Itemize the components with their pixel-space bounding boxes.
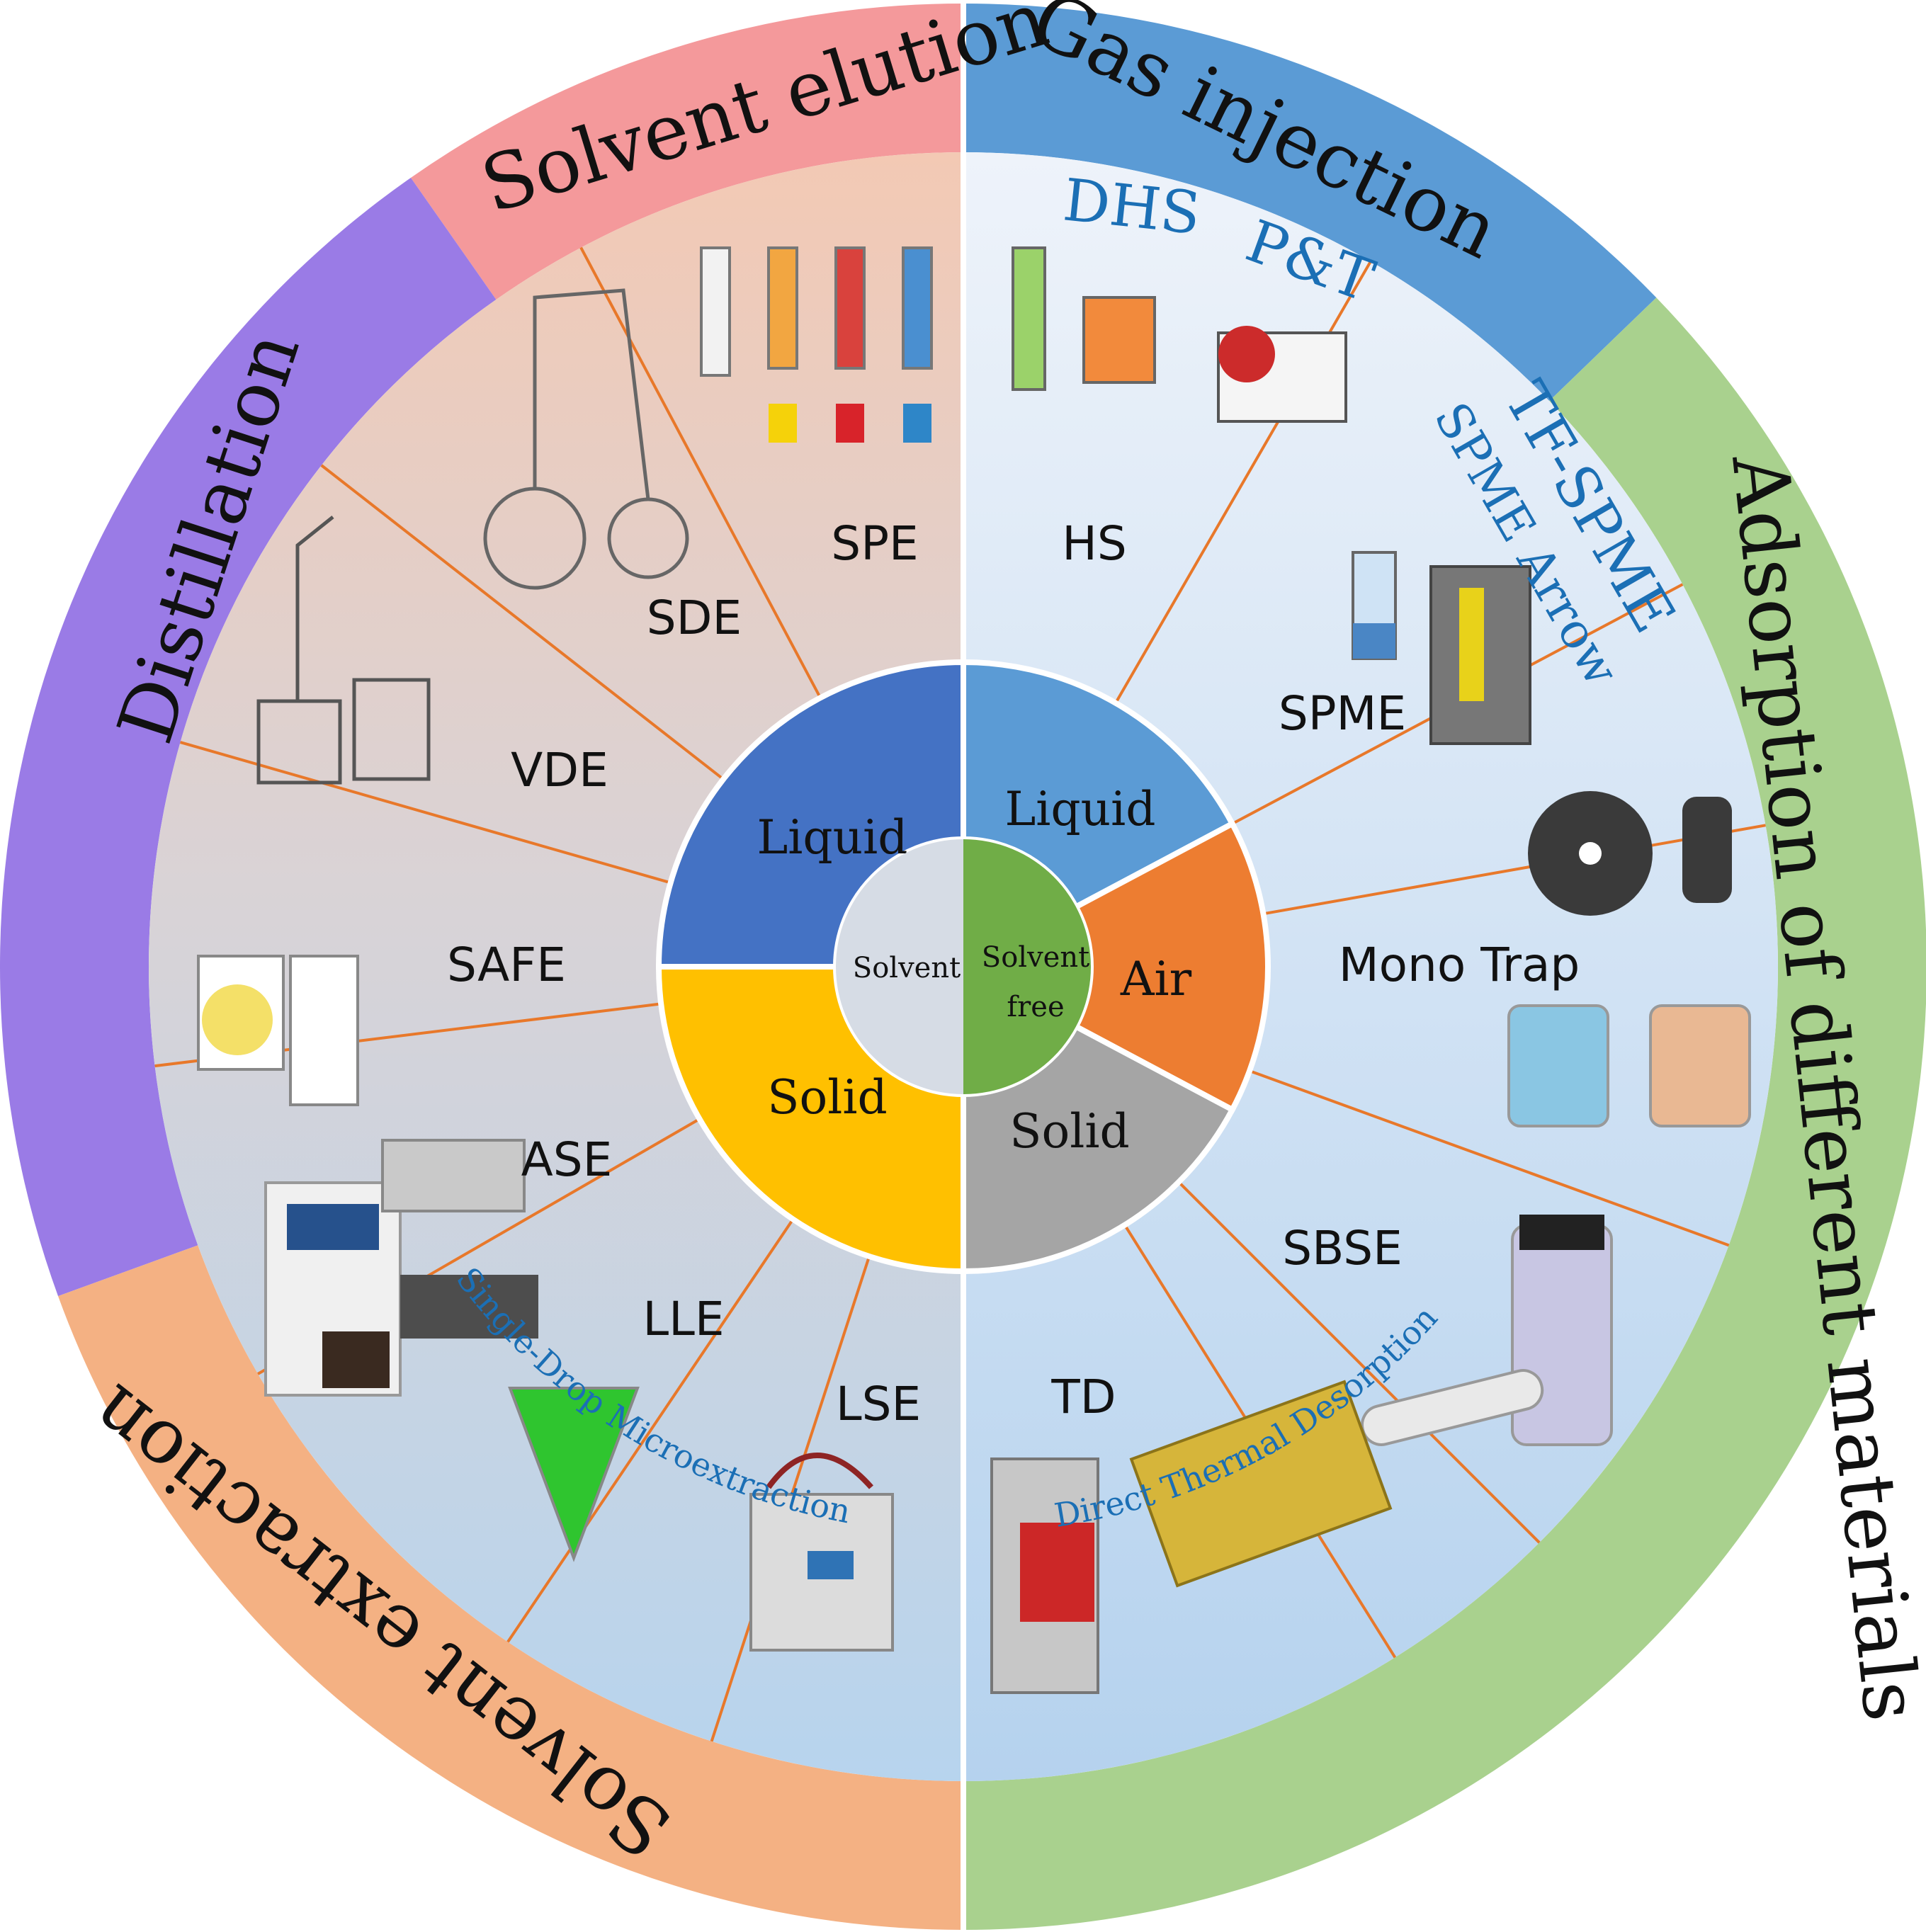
band-solvent-elution [410, 4, 963, 300]
monotrap-icon [1507, 791, 1751, 1127]
sample-type-ring [655, 659, 1271, 1275]
ase-instrument-icon [264, 1139, 538, 1397]
spe-syringes-icon [700, 246, 933, 443]
method-sde: SDE [647, 591, 742, 645]
sub-dhs: DHS [1060, 166, 1203, 248]
core-solvent [836, 839, 963, 1094]
band-solvent-extraction [58, 1245, 963, 1930]
method-divider-line [1263, 824, 1766, 916]
ring-solid-left: Solid [767, 1070, 887, 1125]
spme-fiber-icon [1352, 551, 1531, 745]
method-spe: SPE [831, 516, 918, 571]
lle-funnel-icon [508, 1387, 640, 1562]
method-divider-line [579, 246, 822, 699]
core-solvent-free [963, 839, 1091, 1094]
outer-category-ring [0, 4, 1926, 1930]
band-gas-injection [963, 4, 1657, 402]
sde-apparatus-icon [483, 288, 689, 590]
method-lse: LSE [836, 1377, 921, 1431]
td-instrument-icon [990, 1380, 1393, 1694]
method-spme: SPME [1279, 686, 1406, 741]
method-hs: HS [1062, 516, 1127, 571]
hs-dhs-icon [1012, 246, 1347, 423]
method-divider-line [506, 1218, 795, 1643]
method-ase: ASE [521, 1132, 613, 1187]
ring-solid-right: Solid [1009, 1104, 1129, 1159]
core-solvent-free-line2: free [1007, 991, 1064, 1023]
method-divider-line [1249, 1069, 1730, 1247]
method-lle: LLE [642, 1292, 724, 1346]
method-divider-line [1177, 1181, 1541, 1544]
vde-apparatus-icon [256, 516, 431, 785]
method-vde: VDE [511, 743, 608, 797]
ring-air: Air [1120, 952, 1192, 1006]
method-safe: SAFE [447, 938, 566, 992]
method-divider-line [179, 741, 672, 885]
lse-shaker-icon [749, 1453, 894, 1652]
safe-apparatus-icon [197, 955, 359, 1106]
ring-liquid-left: Liquid [757, 810, 907, 865]
core-solvent-free-line1: Solvent [982, 941, 1089, 974]
core-solvent-label: Solvent [853, 952, 961, 984]
method-sbse: SBSE [1282, 1221, 1403, 1275]
method-td: TD [1050, 1370, 1116, 1424]
ring-liquid-right: Liquid [1004, 782, 1155, 836]
band-adsorption [963, 297, 1926, 1930]
method-divider-line [320, 464, 725, 780]
band-distillation [0, 177, 497, 1297]
sbse-stirbar-icon [1361, 1215, 1613, 1446]
method-monotrap: Mono Trap [1339, 938, 1580, 992]
